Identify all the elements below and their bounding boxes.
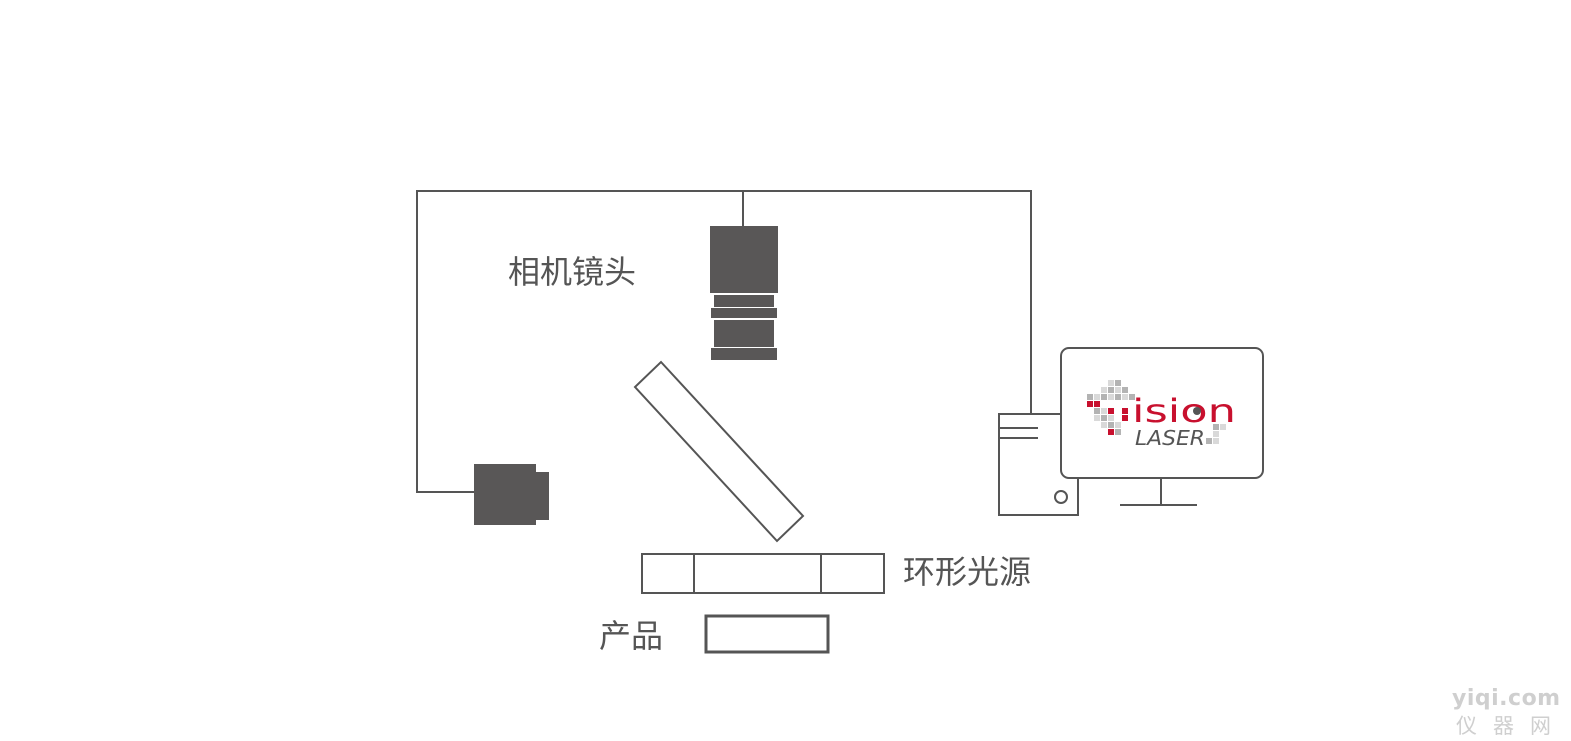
top-camera-lens <box>710 226 778 360</box>
logo-pixel <box>1122 394 1128 400</box>
product-label: 产品 <box>599 617 664 655</box>
logo-pixel-mosaic <box>1087 380 1226 444</box>
logo-pixel <box>1122 387 1128 393</box>
watermark-name: 仪器网 <box>1456 714 1567 738</box>
side-camera <box>474 464 549 525</box>
logo-v-stroke <box>1122 415 1128 421</box>
logo-pixel <box>1213 424 1219 430</box>
logo-v-stroke <box>1122 408 1128 414</box>
beam-splitter-plate <box>633 360 805 543</box>
logo-pixel <box>1094 394 1100 400</box>
logo-v-stroke <box>1108 429 1114 435</box>
logo-pixel <box>1094 408 1100 414</box>
top-lens-ring-2 <box>711 308 777 318</box>
logo-v-stroke <box>1108 408 1114 414</box>
logo-pixel <box>1129 394 1135 400</box>
side-camera-body <box>474 464 536 525</box>
logo-pixel <box>1115 429 1121 435</box>
logo-pixel <box>1206 438 1212 444</box>
top-camera-body <box>710 226 778 293</box>
logo-pixel <box>1115 394 1121 400</box>
logo-pixel <box>1115 380 1121 386</box>
logo-pixel <box>1115 422 1121 428</box>
cable-top-loop <box>416 190 1032 493</box>
logo-v-stroke <box>1094 401 1100 407</box>
camera-lens-label: 相机镜头 <box>508 253 637 291</box>
tower-power-button <box>1054 490 1068 504</box>
logo-v-stroke <box>1087 401 1093 407</box>
logo-pixel <box>1115 387 1121 393</box>
logo-eye-pupil <box>1193 407 1201 415</box>
logo-pixel <box>1108 387 1114 393</box>
logo-pixel <box>1108 380 1114 386</box>
logo-pixel <box>1101 394 1107 400</box>
logo-sub-mark: LASER <box>1135 426 1205 450</box>
logo-pixel <box>1101 387 1107 393</box>
logo-pixel <box>1108 415 1114 421</box>
logo-pixel <box>1101 408 1107 414</box>
logo-pixel <box>1101 415 1107 421</box>
top-lens-barrel <box>714 320 774 347</box>
top-lens-ring-3 <box>711 348 777 360</box>
logo-pixel <box>1213 431 1219 437</box>
ring-light <box>641 553 885 594</box>
logo-pixel <box>1108 394 1114 400</box>
side-camera-lens <box>536 472 549 520</box>
ring-light-label: 环形光源 <box>903 553 1032 591</box>
logo-pixel <box>1094 415 1100 421</box>
logo-pixel <box>1101 422 1107 428</box>
logo-pixel <box>1213 438 1219 444</box>
logo-pixel <box>1108 422 1114 428</box>
connection-cables <box>416 190 1032 493</box>
ring-light-body <box>641 553 885 594</box>
product-block <box>704 614 830 654</box>
logo-pixel <box>1220 424 1226 430</box>
watermark-site: yiqi.com <box>1452 686 1561 711</box>
logo-pixel <box>1087 394 1093 400</box>
logo-word-mark: ision <box>1132 392 1236 430</box>
top-lens-ring-1 <box>714 295 774 307</box>
